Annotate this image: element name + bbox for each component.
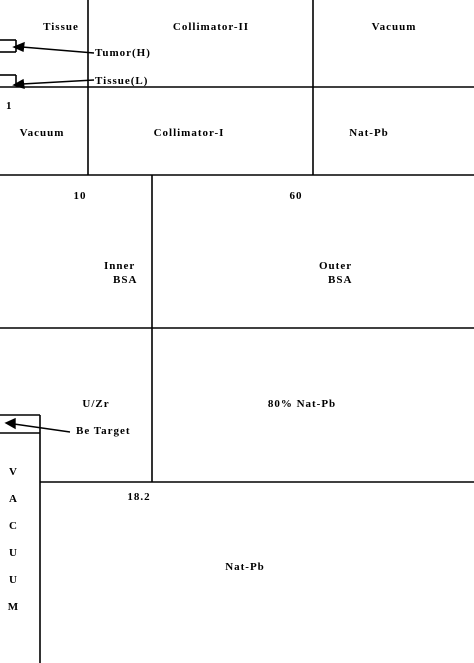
vacuum-letter-5: U — [9, 574, 17, 586]
be-target-arrow-line — [13, 423, 71, 433]
inner-bsa-line-1: Inner — [104, 260, 136, 272]
dimension-10-label: 10 — [73, 190, 87, 202]
tumor-label: Tumor(H) — [95, 47, 151, 59]
outer-bsa-line-2: BSA — [328, 274, 353, 286]
inner-bsa-label: Inner BSA — [104, 259, 137, 287]
vacuum-mid-label: Vacuum — [19, 127, 65, 139]
vacuum-letter-3: C — [9, 520, 17, 532]
inner-bsa-line-2: BSA — [113, 274, 138, 286]
collimator-i-label: Collimator-I — [153, 127, 225, 139]
tissue-l-label: Tissue(L) — [95, 75, 149, 87]
tissue-arrow-head — [12, 78, 25, 89]
collimator-ii-label: Collimator-II — [172, 21, 250, 33]
vacuum-letter-4: U — [9, 547, 17, 559]
tumor-arrow-line — [21, 46, 95, 54]
vacuum-letter-6: M — [7, 601, 19, 613]
vacuum-top-label: Vacuum — [371, 21, 417, 33]
u-zr-label: U/Zr — [82, 398, 110, 410]
nat-pb-top-label: Nat-Pb — [349, 127, 389, 139]
be-target-label: Be Target — [76, 425, 131, 437]
outer-bsa-line-1: Outer — [319, 260, 353, 272]
tissue-label: Tissue — [43, 21, 79, 33]
dimension-18-2-label: 18.2 — [127, 491, 151, 503]
vacuum-letter-2: A — [9, 493, 17, 505]
tumor-arrow-head — [12, 41, 25, 53]
outer-bsa-label: Outer BSA — [319, 259, 352, 287]
dimension-1-label: 1 — [6, 100, 13, 112]
nat-pb-80-label: 80% Nat-Pb — [267, 398, 337, 410]
vacuum-letter-1: V — [9, 466, 17, 478]
nat-pb-bottom-label: Nat-Pb — [225, 561, 265, 573]
tissue-arrow-line — [21, 79, 95, 85]
dimension-60-label: 60 — [289, 190, 303, 202]
be-target-arrow-head — [4, 417, 16, 430]
